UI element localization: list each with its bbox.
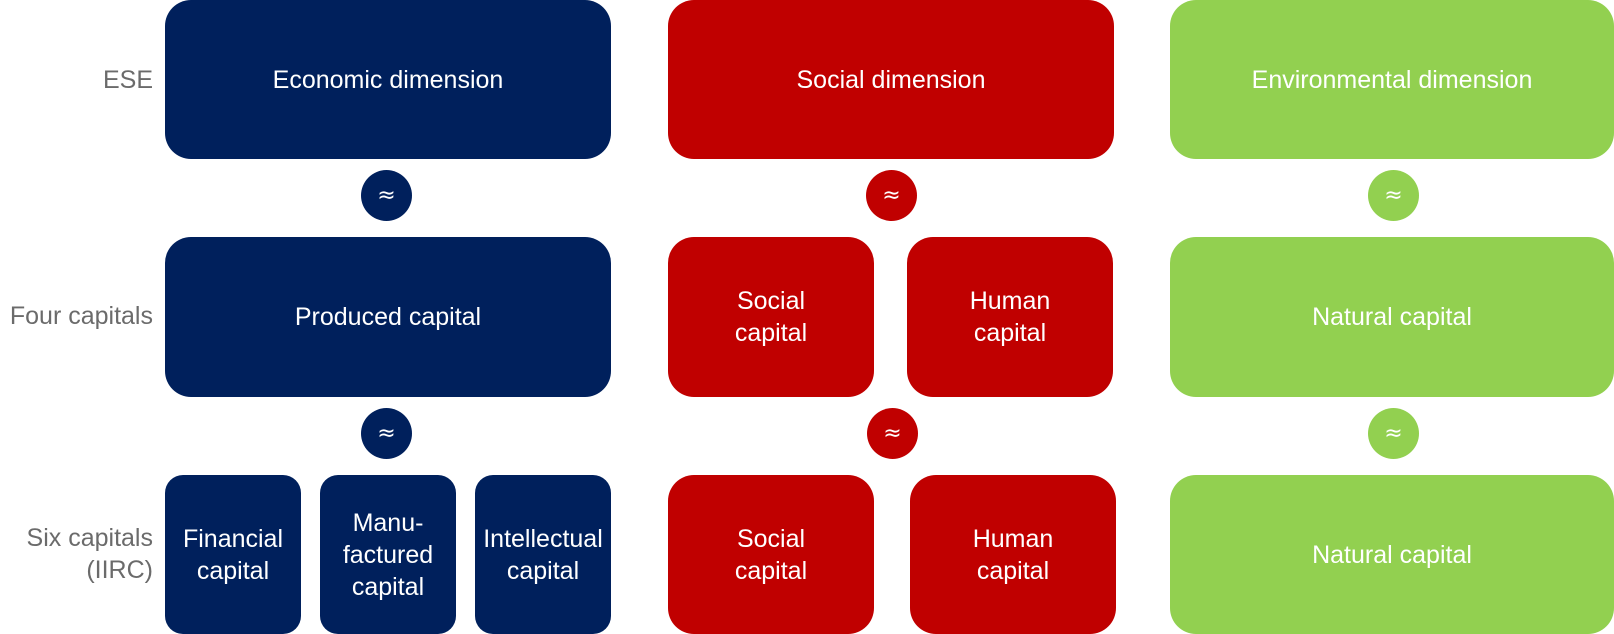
natural-capital-box-six: Natural capital bbox=[1170, 475, 1614, 634]
approx-icon-environmental-1: ≈ bbox=[1368, 170, 1419, 221]
approx-icon-social-2: ≈ bbox=[867, 408, 918, 459]
approx-icon-environmental-2: ≈ bbox=[1368, 408, 1419, 459]
environmental-dimension-box: Environmental dimension bbox=[1170, 0, 1614, 159]
financial-capital-box: Financial capital bbox=[165, 475, 301, 634]
row-label-ese: ESE bbox=[102, 66, 153, 94]
approx-icon-social-1: ≈ bbox=[866, 170, 917, 221]
row-label-six-capitals: Six capitals (IIRC) bbox=[26, 524, 153, 584]
manufactured-capital-box: Manu- factured capital bbox=[320, 475, 456, 634]
approx-icon-economic-2: ≈ bbox=[361, 408, 412, 459]
human-capital-box-four: Human capital bbox=[907, 237, 1113, 397]
economic-dimension-box: Economic dimension bbox=[165, 0, 611, 159]
social-capital-box-six: Social capital bbox=[668, 475, 874, 634]
human-capital-box-six: Human capital bbox=[910, 475, 1116, 634]
natural-capital-box-four: Natural capital bbox=[1170, 237, 1614, 397]
produced-capital-box: Produced capital bbox=[165, 237, 611, 397]
approx-icon-economic-1: ≈ bbox=[361, 170, 412, 221]
row-label-four-capitals: Four capitals bbox=[9, 302, 153, 330]
social-capital-box-four: Social capital bbox=[668, 237, 874, 397]
social-dimension-box: Social dimension bbox=[668, 0, 1114, 159]
intellectual-capital-box: Intellectual capital bbox=[475, 475, 611, 634]
